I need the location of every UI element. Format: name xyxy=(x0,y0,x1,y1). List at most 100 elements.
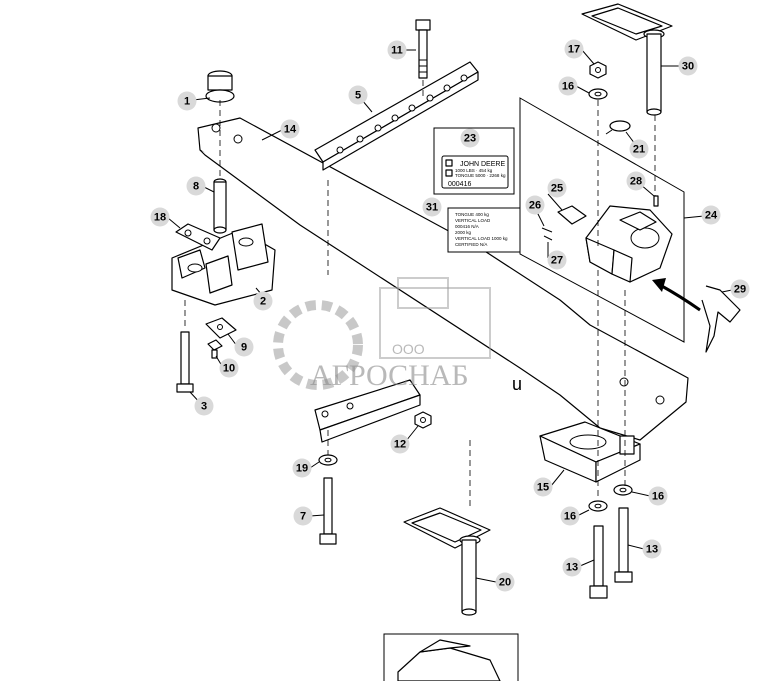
callout-c9: 9 xyxy=(234,337,254,357)
callout-circle xyxy=(642,539,662,559)
decal-23-line1: 1000 LBS · 454 kg xyxy=(455,168,493,173)
nut-part-17 xyxy=(589,61,607,79)
callout-number: 7 xyxy=(300,511,306,523)
callout-number: 16 xyxy=(564,511,576,523)
pin-part-8 xyxy=(213,178,227,234)
callout-c25: 25 xyxy=(547,178,567,198)
callout-number: 11 xyxy=(391,45,403,57)
hitch-pin-part-20 xyxy=(403,507,491,616)
callout-circle xyxy=(547,178,567,198)
callout-number: 31 xyxy=(426,202,438,214)
callout-circle xyxy=(387,40,407,60)
callout-circle xyxy=(562,557,582,577)
callout-number: 15 xyxy=(537,482,549,494)
callout-c13b: 13 xyxy=(642,539,662,559)
callout-circle xyxy=(194,396,214,416)
callout-circle xyxy=(533,477,553,497)
callout-c20: 20 xyxy=(495,572,515,592)
callout-c5: 5 xyxy=(348,85,368,105)
callout-c3: 3 xyxy=(194,396,214,416)
decal-31-line6: CERTIFIED N/A xyxy=(455,242,487,247)
callout-circle xyxy=(525,195,545,215)
bolt-part-7 xyxy=(319,477,337,545)
callout-circle xyxy=(495,572,515,592)
callout-circle xyxy=(253,291,273,311)
callout-number: 21 xyxy=(633,144,645,156)
washer-part-16-top xyxy=(588,88,608,100)
callout-number: 18 xyxy=(154,212,166,224)
callout-circle xyxy=(547,250,567,270)
callout-number: 1 xyxy=(184,96,190,108)
callout-c31: 31 xyxy=(422,197,442,217)
callout-c1: 1 xyxy=(177,91,197,111)
callout-circle xyxy=(460,128,480,148)
callout-c13a: 13 xyxy=(562,557,582,577)
callout-c21: 21 xyxy=(629,139,649,159)
watermark-logo: ООО АГРОСНАБ xyxy=(273,277,491,392)
callout-number: 5 xyxy=(355,90,361,102)
callout-c16b: 16 xyxy=(648,486,668,506)
bushing-part-1 xyxy=(205,70,235,103)
watermark-company-name: АГРОСНАБ xyxy=(310,359,469,392)
decal-31-line3: 000416 N/A xyxy=(455,224,479,229)
callout-number: 8 xyxy=(193,181,199,193)
callout-number: 23 xyxy=(464,133,476,145)
callout-number: 3 xyxy=(201,401,207,413)
callout-number: 19 xyxy=(296,463,308,475)
decal-part-31: TONGUE 400 kg VERTICAL LOAD 000416 N/A 2… xyxy=(447,207,521,253)
decal-31-line2: VERTICAL LOAD xyxy=(455,218,491,223)
link-plate-part-18 xyxy=(175,223,221,251)
spring-clip-part-29 xyxy=(701,285,741,353)
callout-number: 25 xyxy=(551,183,563,195)
strap-plate-part-5 xyxy=(314,61,479,171)
drawbar-part-14 xyxy=(197,117,689,441)
callout-circle xyxy=(219,358,239,378)
callout-circle xyxy=(730,279,750,299)
pin-part-26 xyxy=(541,227,553,233)
callout-circle xyxy=(150,207,170,227)
support-frame-part-15 xyxy=(539,421,641,483)
lower-strap-plate xyxy=(314,379,421,443)
decal-31-line1: TONGUE 400 kg xyxy=(455,212,489,217)
callout-c12: 12 xyxy=(390,434,410,454)
callout-c17: 17 xyxy=(564,39,584,59)
callout-number: 20 xyxy=(499,577,511,589)
assembly-arrow-icon xyxy=(652,278,701,312)
callout-number: 16 xyxy=(652,491,664,503)
callout-circle xyxy=(678,56,698,76)
decal-23-code: 000416 xyxy=(448,181,471,188)
callout-circle xyxy=(564,39,584,59)
bolt-part-3 xyxy=(176,331,194,393)
bolt-part-11 xyxy=(415,19,431,79)
callout-circle xyxy=(390,434,410,454)
callout-circle xyxy=(186,176,206,196)
callout-c15: 15 xyxy=(533,477,553,497)
callout-number: 2 xyxy=(260,296,266,308)
callout-c28: 28 xyxy=(626,171,646,191)
callout-circle xyxy=(560,506,580,526)
pin-part-28 xyxy=(653,195,659,207)
callout-number: 9 xyxy=(241,342,247,354)
callout-circle xyxy=(626,171,646,191)
watermark-company-type: ООО xyxy=(392,341,425,357)
callout-number: 17 xyxy=(568,44,580,56)
bolt-part-13-right xyxy=(614,507,633,583)
washer-part-16-left xyxy=(588,500,608,512)
clip-part-9 xyxy=(205,317,237,339)
bolt-part-13-left xyxy=(589,525,608,599)
callout-c11: 11 xyxy=(387,40,407,60)
washer-part-16-right xyxy=(613,484,633,496)
callout-c16a: 16 xyxy=(560,506,580,526)
callout-c8: 8 xyxy=(186,176,206,196)
callout-number: 29 xyxy=(734,284,746,296)
decal-23-brand: JOHN DEERE xyxy=(460,161,505,168)
callout-circle xyxy=(177,91,197,111)
decal-23-line2: TONGUE 5000 · 2268 kg xyxy=(455,173,506,178)
callout-number: 10 xyxy=(223,363,235,375)
hitch-pin-part-30 xyxy=(581,3,673,116)
callout-c18: 18 xyxy=(150,207,170,227)
inset-panel-bottom xyxy=(383,633,519,681)
callout-layer: 1235789101112131314151616161718192021232… xyxy=(150,39,750,592)
callout-c19: 19 xyxy=(292,458,312,478)
